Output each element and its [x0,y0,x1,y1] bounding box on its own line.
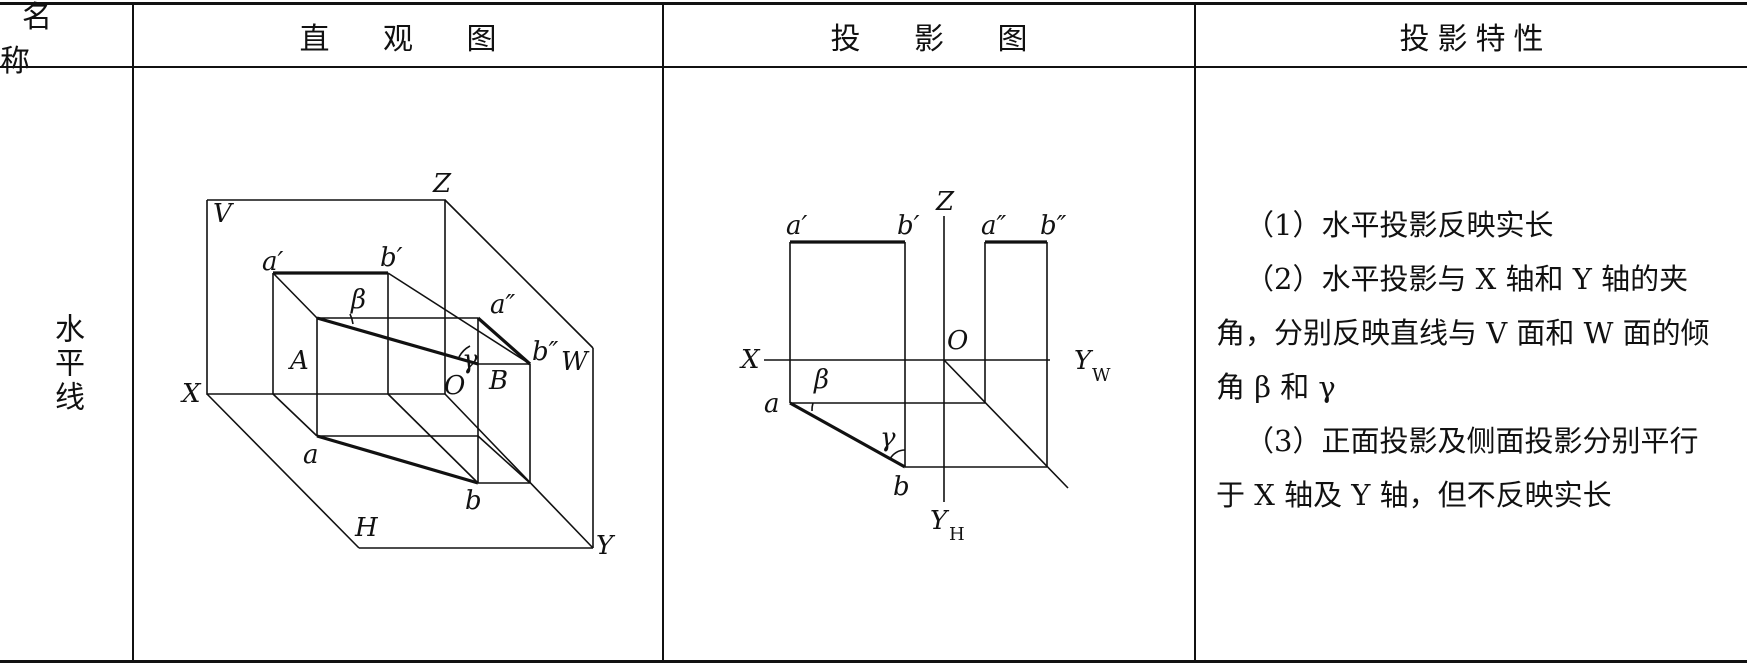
column-divider-3 [1194,3,1196,661]
pictorial-diagram: Z V X W H Y a′ b′ a″ b″ A B O a b β γ [134,68,662,660]
proj-label-b-double-prime: b″ [1040,211,1067,241]
proj-label-a-prime: a′ [786,211,808,241]
header-projection-property: 投影特性 [1399,21,1552,57]
property-2: （2）水平投影与 X 轴和 Y 轴的夹角，分别反映直线与 V 面和 W 面的倾角… [1216,262,1710,404]
label-b-double-prime: b″ [532,337,559,367]
label-gamma: γ [462,345,478,375]
label-Z: Z [432,169,452,199]
label-Y: Y [596,531,616,561]
proj-label-X: X [739,345,761,375]
label-a: a [303,440,319,470]
property-3: （3）正面投影及侧面投影分别平行于 X 轴及 Y 轴，但不反映实长 [1216,424,1699,512]
label-a-prime: a′ [262,247,284,277]
label-B: B [488,366,508,396]
label-X: X [180,379,202,409]
proj-label-Y-H: Y [930,506,950,536]
column-divider-1 [132,3,134,661]
proj-label-a: a [764,389,780,419]
header-separator [0,66,1747,68]
pictorial-svg: Z V X W H Y a′ b′ a″ b″ A B O a b β γ [180,169,616,561]
proj-label-gamma: γ [880,423,896,453]
proj-label-Z: Z [935,187,955,217]
label-V: V [213,199,234,229]
label-a-double-prime: a″ [490,290,516,320]
line-AB [316,316,479,366]
projection-svg: Z X O Y W Y H a′ b′ a″ b″ a b β γ [739,187,1111,545]
label-A: A [288,346,309,376]
label-H: H [354,513,379,543]
row-name-cell: 水平线 [0,68,132,660]
projection-diagram: Z X O Y W Y H a′ b′ a″ b″ a b β γ [664,68,1194,660]
label-W: W [561,347,590,377]
proj-label-Y-W: Y [1074,346,1094,376]
label-b-prime: b′ [380,243,403,273]
proj-label-a-double-prime: a″ [981,211,1007,241]
label-beta: β [350,285,366,315]
table-top-border [0,2,1747,5]
header-name: 名 称 [0,0,74,79]
proj-label-W-subscript: W [1092,365,1111,386]
proj-label-b-prime: b′ [897,211,920,241]
line-a2-b2 [476,316,532,366]
property-1: （1）水平投影反映实长 [1245,208,1554,242]
row-name: 水平线 [49,313,84,415]
line-ab [316,434,479,485]
table-bottom-border [0,660,1747,663]
projection-properties-cell: （1）水平投影反映实长 （2）水平投影与 X 轴和 Y 轴的夹角，分别反映直线与… [1196,68,1747,660]
proj-label-O: O [947,326,968,356]
label-b: b [465,486,482,516]
proj-line-ab [789,401,906,469]
proj-label-H-subscript: H [949,524,965,545]
proj-label-b: b [893,472,910,502]
header-projection-view: 投 影 图 [830,21,1050,57]
label-O: O [444,371,465,401]
header-intuitive-view: 直 观 图 [299,21,519,57]
column-divider-2 [662,3,664,661]
proj-label-beta: β [813,365,829,395]
